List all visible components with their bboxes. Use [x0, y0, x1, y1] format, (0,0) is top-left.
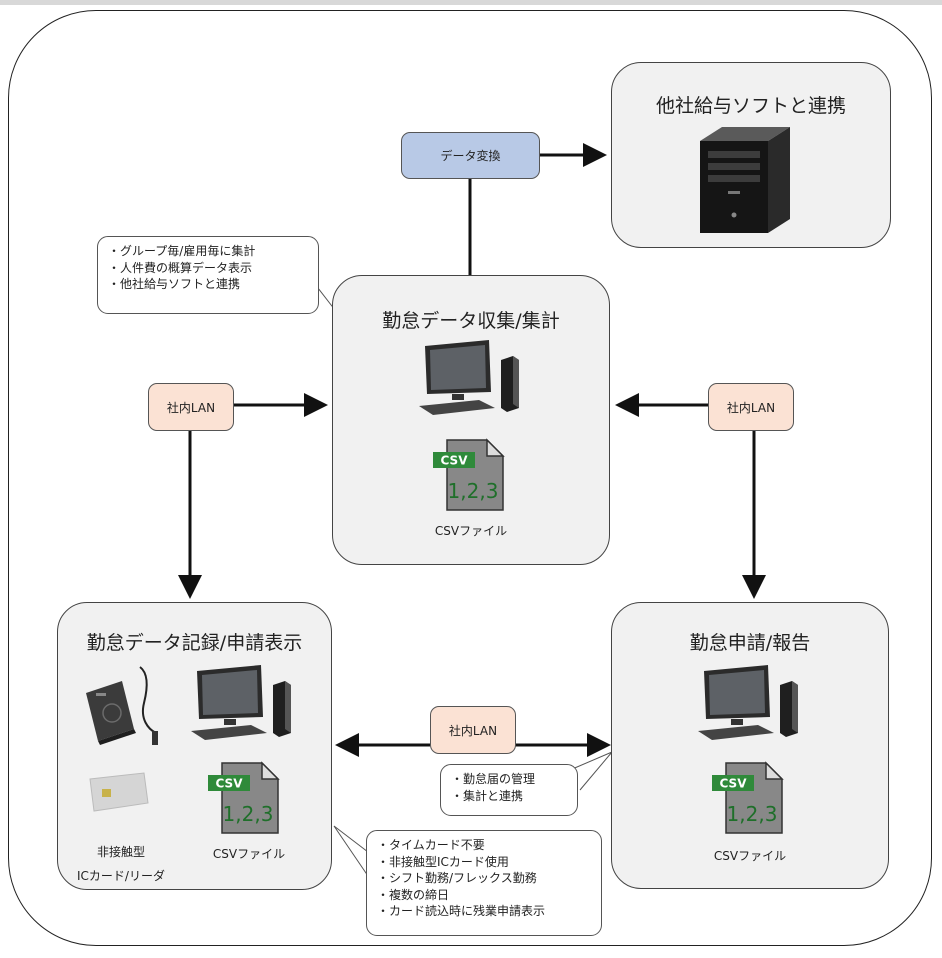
csv-content-text: 1,2,3 — [223, 802, 274, 826]
note-item: 勤怠届の管理 — [451, 771, 567, 788]
ic-card-icon — [89, 772, 149, 812]
desktop-computer-icon — [191, 665, 291, 740]
application-box: 勤怠申請/報告 CSV 1,2,3 CSVファイル — [611, 602, 889, 889]
csv-content-text: 1,2,3 — [727, 802, 778, 826]
note-item: 複数の締日 — [377, 887, 591, 904]
reader-caption-line2: ICカード/リーダ — [77, 869, 165, 883]
data-conversion-tag: データ変換 — [401, 132, 540, 179]
note-item: グループ毎/雇用毎に集計 — [108, 243, 308, 260]
desktop-computer-icon — [419, 340, 519, 415]
aggregation-feature-note: グループ毎/雇用毎に集計 人件費の概算データ表示 他社給与ソフトと連携 — [97, 236, 319, 314]
note-item: 人件費の概算データ表示 — [108, 260, 308, 277]
ic-card-reader-icon — [86, 666, 158, 745]
recording-feature-note: タイムカード不要 非接触型ICカード使用 シフト勤務/フレックス勤務 複数の締日… — [366, 830, 602, 936]
csv-badge-text: CSV — [720, 777, 748, 791]
csv-file-icon: CSV 1,2,3 — [208, 761, 280, 834]
note-item: タイムカード不要 — [377, 837, 591, 854]
tower-server-icon — [700, 127, 790, 233]
other-payroll-title: 他社給与ソフトと連携 — [655, 95, 846, 117]
lan-tag-bottom: 社内LAN — [430, 706, 516, 754]
csv-badge-text: CSV — [441, 454, 469, 468]
csv-badge-text: CSV — [216, 777, 244, 791]
application-title: 勤怠申請/報告 — [689, 632, 811, 654]
recording-title: 勤怠データ記録/申請表示 — [86, 632, 303, 654]
application-file-caption: CSVファイル — [713, 849, 787, 863]
recording-note-pointer — [333, 825, 369, 877]
csv-file-icon: CSV 1,2,3 — [712, 761, 784, 834]
note-item: シフト勤務/フレックス勤務 — [377, 870, 591, 887]
desktop-computer-icon — [698, 665, 798, 740]
note-item: 他社給与ソフトと連携 — [108, 276, 308, 293]
recording-file-caption: CSVファイル — [212, 847, 286, 861]
lan-tag-left: 社内LAN — [148, 383, 234, 431]
application-feature-note: 勤怠届の管理 集計と連携 — [440, 764, 578, 816]
note-item: カード読込時に残業申請表示 — [377, 903, 591, 920]
csv-content-text: 1,2,3 — [448, 479, 499, 503]
aggregation-box: 勤怠データ収集/集計 CSV 1,2,3 CSVファイル — [332, 275, 610, 565]
other-payroll-box: 他社給与ソフトと連携 — [611, 62, 891, 248]
note-item: 集計と連携 — [451, 788, 567, 805]
recording-box: 勤怠データ記録/申請表示 CSV 1,2,3 非接触型 ICカード/リーダ CS… — [57, 602, 332, 890]
aggregation-file-caption: CSVファイル — [434, 524, 508, 538]
aggregation-title: 勤怠データ収集/集計 — [382, 310, 560, 332]
top-bar — [0, 0, 942, 5]
lan-tag-right: 社内LAN — [708, 383, 794, 431]
system-boundary-frame — [8, 10, 932, 946]
csv-file-icon: CSV 1,2,3 — [433, 438, 505, 511]
note-item: 非接触型ICカード使用 — [377, 854, 591, 871]
reader-caption-line1: 非接触型 — [96, 845, 145, 859]
